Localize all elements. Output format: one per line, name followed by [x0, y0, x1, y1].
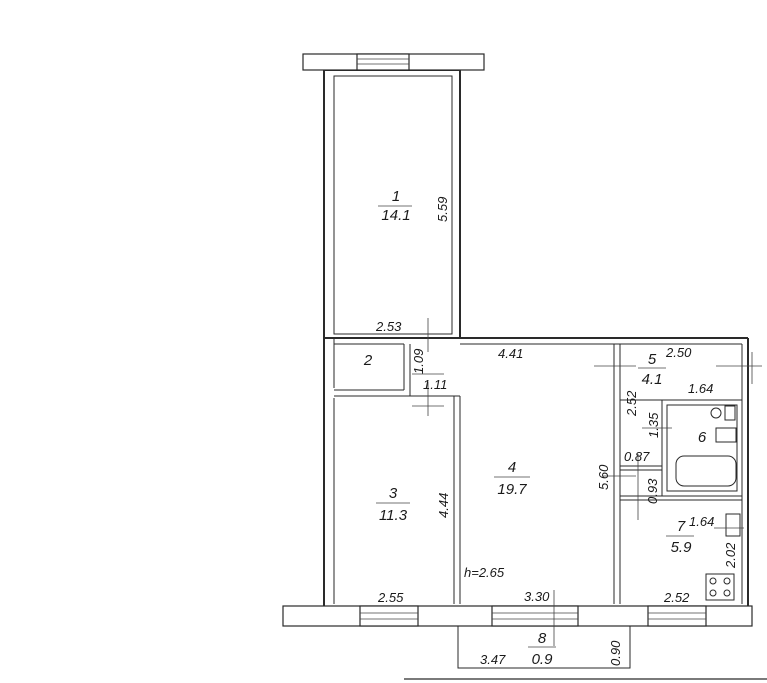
- room-2-label: 2: [363, 352, 373, 369]
- dim-room5-side: 2.52: [624, 390, 639, 417]
- dim-room2-height: 1.09: [411, 349, 426, 374]
- balcony: [457, 626, 631, 669]
- room-5-label: 5 4.1: [638, 351, 666, 388]
- dim-room3-height: 4.44: [436, 493, 451, 518]
- dim-room4-top: 4.41: [498, 346, 523, 361]
- room-1-number: 1: [392, 188, 400, 205]
- dim-room4-height: 5.60: [596, 464, 611, 490]
- room-5-number: 5: [648, 351, 657, 368]
- dim-room3-bottom: 2.55: [377, 590, 404, 605]
- room-4-label: 4 19.7: [494, 459, 530, 498]
- dim-balcony-width: 3.47: [480, 652, 506, 667]
- room-2-number: 2: [363, 352, 373, 369]
- dim-room1-height: 5.59: [435, 197, 450, 222]
- room-1-label: 1 14.1: [378, 188, 412, 224]
- room-4-number: 4: [508, 459, 516, 476]
- interior-walls: [334, 343, 743, 604]
- dim-room7-bottom: 2.52: [663, 590, 690, 605]
- room-3-area: 11.3: [379, 507, 408, 524]
- dim-corridor-small: 0.87: [624, 449, 650, 464]
- room-5-area: 4.1: [642, 371, 663, 388]
- room-4-area: 19.7: [497, 481, 527, 498]
- dim-room5-top: 2.50: [665, 345, 692, 360]
- room-3-number: 3: [389, 485, 398, 502]
- room-7-number: 7: [677, 518, 686, 535]
- room-7-label: 7 5.9: [666, 518, 694, 556]
- marker-lines: [412, 318, 762, 646]
- outer-walls: [282, 337, 753, 627]
- room-6-number: 6: [698, 429, 707, 446]
- room-1-walls: [302, 53, 485, 339]
- dim-room6-side: 1.35: [646, 412, 661, 438]
- dimension-labels: 5.59 2.53 1.09 1.11 4.44 2.55 4.41 5.60 …: [375, 197, 738, 667]
- dim-balcony-depth: 0.90: [608, 640, 623, 666]
- dim-room7-side: 2.02: [723, 542, 738, 569]
- dim-room4-bottom: 3.30: [524, 589, 550, 604]
- room-8-label: 8 0.9: [528, 630, 556, 668]
- room-8-area: 0.9: [532, 651, 554, 668]
- dim-room6-top: 1.64: [688, 381, 713, 396]
- room-6-label: 6: [698, 429, 707, 446]
- room-7-area: 5.9: [671, 539, 693, 556]
- dim-room1-bottom: 2.53: [375, 319, 402, 334]
- ceiling-height-label: h=2.65: [464, 565, 505, 580]
- dim-room2-door: 1.11: [423, 377, 447, 392]
- dim-room7-top: 1.64: [689, 514, 714, 529]
- room-3-label: 3 11.3: [376, 485, 410, 524]
- dim-corridor-side: 0.93: [645, 478, 660, 504]
- room-1-area: 14.1: [381, 207, 410, 224]
- room-8-number: 8: [538, 630, 547, 647]
